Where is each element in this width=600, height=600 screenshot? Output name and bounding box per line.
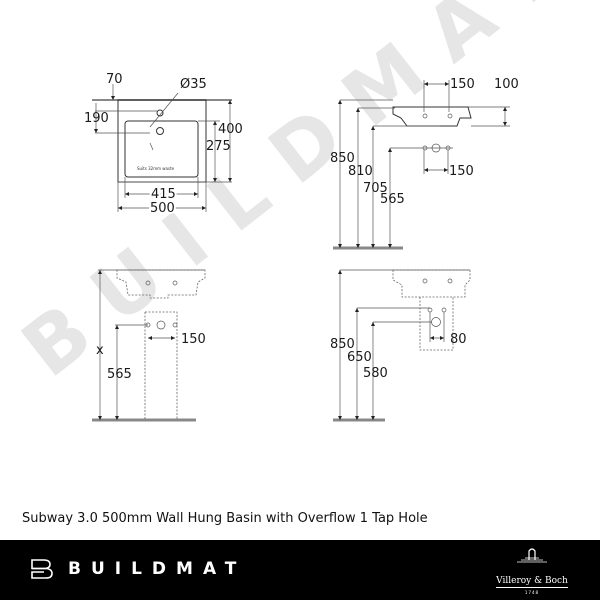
fountain-icon [517,548,547,563]
watermark: BUILDMAT [6,0,594,395]
dim-580: 580 [363,366,388,381]
side-view: 150 100 850 810 705 565 150 [330,77,519,250]
dim-hole-diameter: Ø35 [180,77,207,92]
dim-705: 705 [363,181,388,196]
dim-100: 100 [494,77,519,92]
villeroy-boch-logo: Villeroy & Boch 1748 [492,546,572,595]
dim-400: 400 [218,122,243,137]
dim-565: 565 [107,367,132,382]
buildmat-logo: BUILDMAT [30,558,246,580]
dim-500: 500 [150,201,175,216]
partner-name: Villeroy & Boch [496,576,568,588]
technical-drawing: BUILDMAT Suits 32mm waste 70 Ø35 190 400… [6,0,594,422]
dim-150: 150 [181,332,206,347]
partner-year: 1748 [524,590,540,595]
dim-415: 415 [151,187,176,202]
front-pedestal-view: x 565 150 [92,269,206,422]
waste-note: Suits 32mm waste [137,166,175,171]
dim-850: 850 [330,337,355,352]
dim-150-top: 150 [450,77,475,92]
dim-x: x [96,343,104,358]
dim-565: 565 [380,192,405,207]
dim-810: 810 [348,164,373,179]
brand-name: BUILDMAT [68,559,247,579]
dim-190: 190 [84,111,109,126]
top-view: Suits 32mm waste 70 Ø35 190 400 275 415 … [84,72,243,218]
dim-850: 850 [330,151,355,166]
dim-275: 275 [206,139,231,154]
dim-650: 650 [347,350,372,365]
side-semi-pedestal-view: 850 650 580 80 [330,269,471,422]
buildmat-b-icon [31,559,53,579]
dim-70: 70 [106,72,123,87]
footer-bar: BUILDMAT Villeroy & Boch 1748 [0,540,600,600]
dim-150-bottom: 150 [449,164,474,179]
product-title: Subway 3.0 500mm Wall Hung Basin with Ov… [22,511,428,526]
dim-80: 80 [450,332,467,347]
